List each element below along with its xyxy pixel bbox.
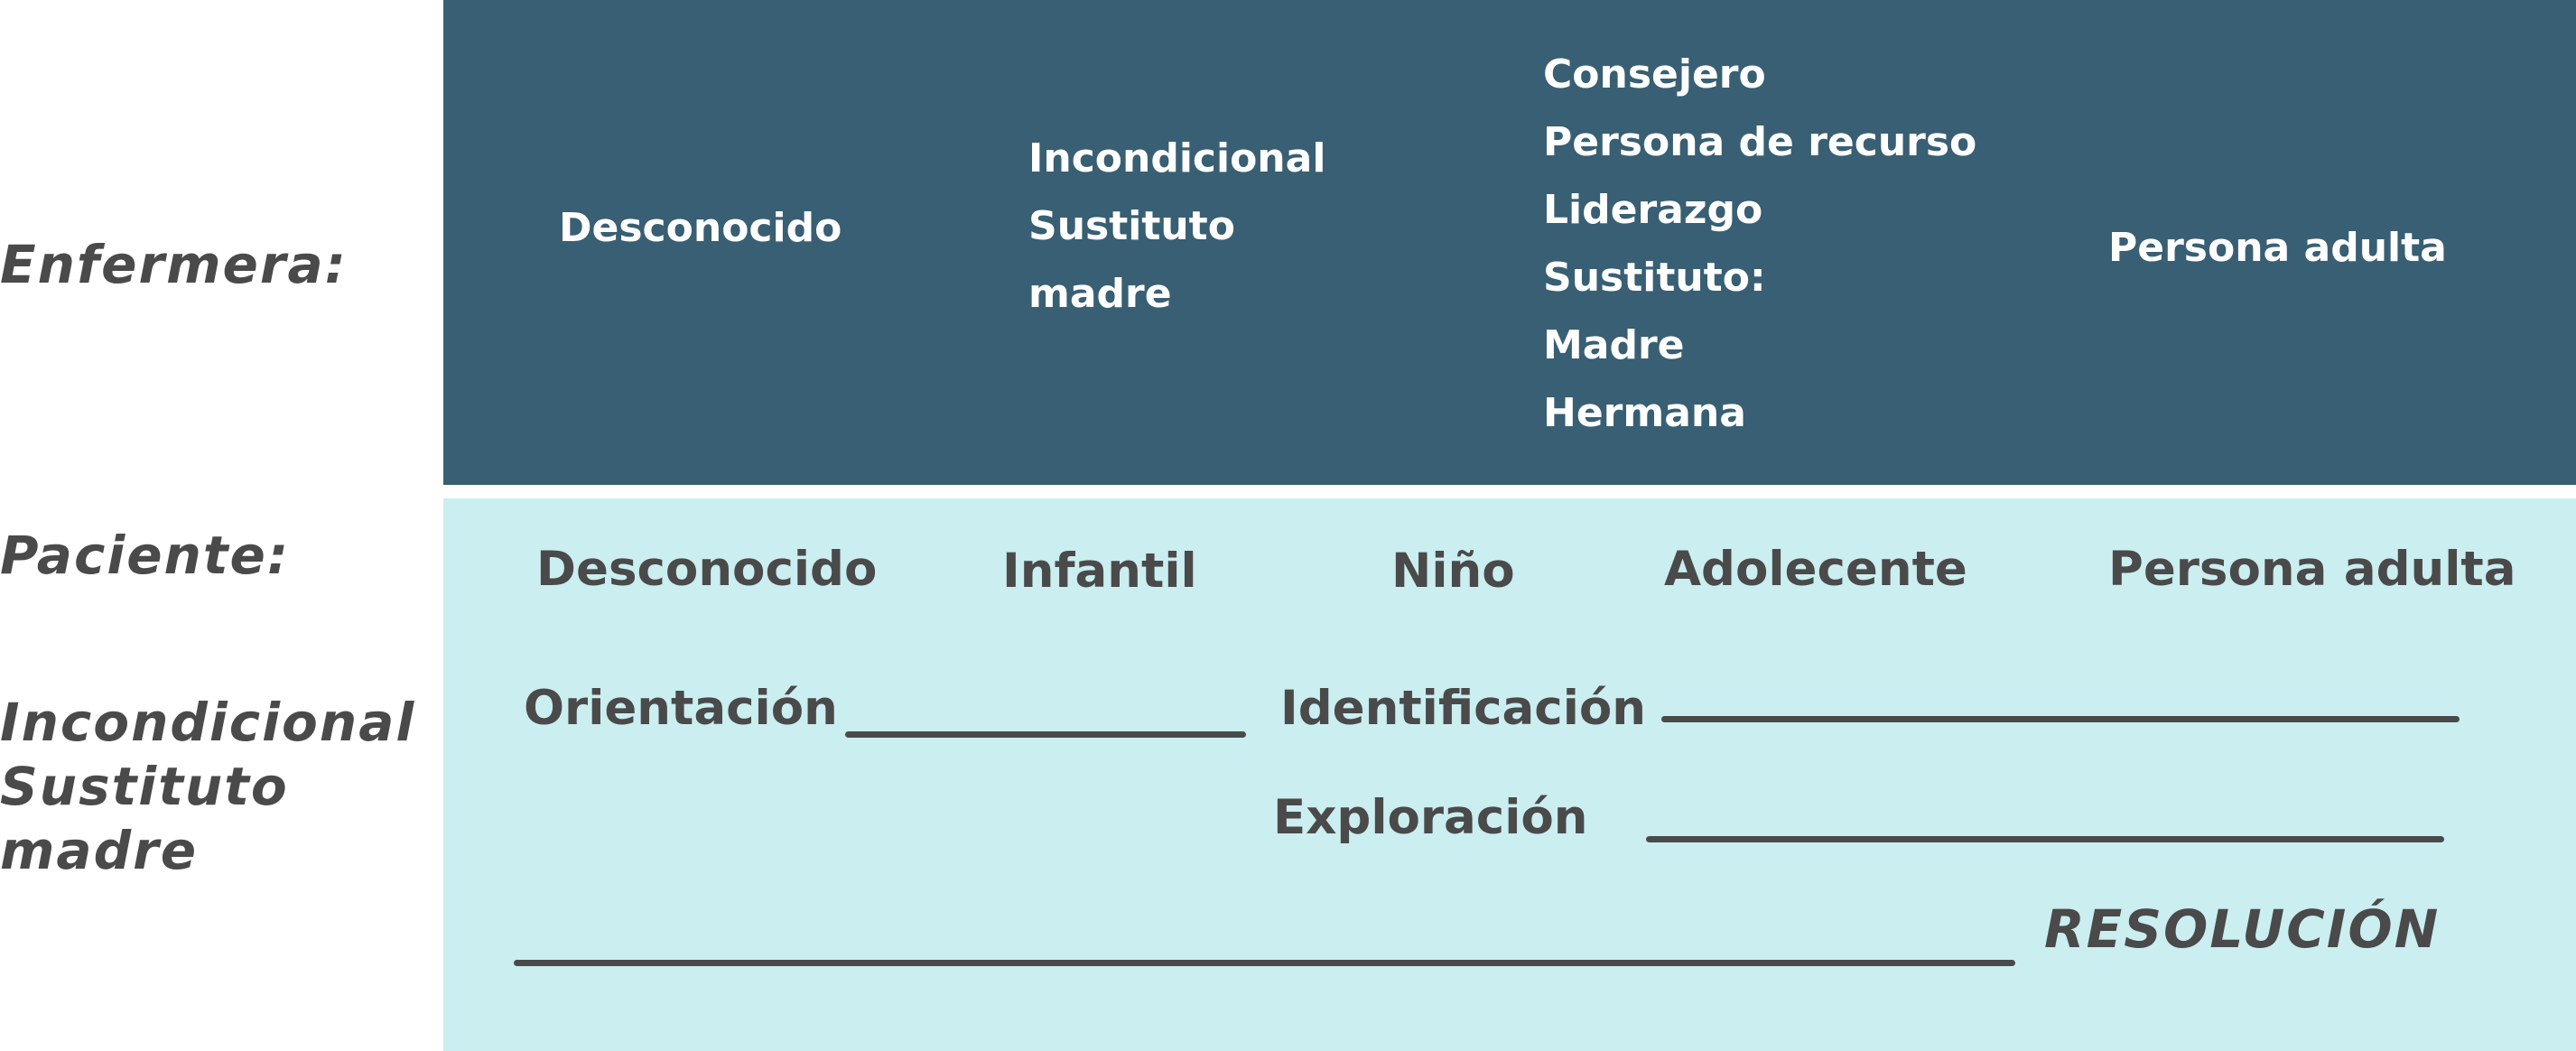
patient-stage-adolescent: Adolecente: [1664, 542, 1967, 597]
patient-stage-unknown: Desconocido: [536, 542, 878, 597]
phase-resolution: RESOLUCIÓN: [2044, 898, 2441, 960]
substitute-line-2: Sustituto: [0, 756, 289, 817]
nurse-role-col3-line: Hermana: [1543, 390, 1746, 436]
nurse-role-unconditional: Incondicional Sustituto madre: [1028, 125, 1325, 328]
row-label-patient: Paciente:: [0, 525, 291, 586]
nurse-role-col2-line: Sustituto: [1028, 203, 1235, 249]
nurse-role-col2-line: madre: [1028, 271, 1172, 317]
patient-stage-adult: Persona adulta: [2108, 542, 2516, 597]
patient-stage-child: Niño: [1391, 544, 1515, 599]
nurse-role-col3-line: Liderazgo: [1543, 187, 1763, 233]
exploration-line: [1646, 836, 2444, 842]
nurse-role-col3-line: Persona de recurso: [1543, 119, 1977, 165]
nurse-role-col3-line: Sustituto:: [1543, 255, 1766, 301]
orientation-line: [845, 731, 1246, 738]
phase-exploration: Exploración: [1273, 790, 1588, 845]
nurse-role-counselor-list: Consejero Persona de recurso Liderazgo S…: [1543, 41, 1976, 447]
phase-orientation: Orientación: [524, 681, 838, 736]
phase-identification: Identificación: [1280, 681, 1647, 736]
nurse-role-col3-line: Madre: [1543, 322, 1685, 368]
row-label-substitute: Incondicional Sustituto madre: [0, 691, 415, 883]
nurse-role-col2-line: Incondicional: [1028, 135, 1326, 181]
resolution-line: [514, 960, 2015, 966]
substitute-line-3: madre: [0, 820, 199, 881]
substitute-line-1: Incondicional: [0, 692, 416, 753]
identification-line: [1661, 716, 2460, 722]
nurse-roles-band: [443, 0, 2576, 485]
nurse-role-adult: Persona adulta: [2108, 225, 2447, 271]
row-label-nurse: Enfermera:: [0, 234, 348, 295]
nurse-role-unknown: Desconocido: [559, 205, 842, 251]
patient-band: [443, 498, 2576, 1051]
patient-stage-infant: Infantil: [1002, 544, 1197, 599]
nurse-role-col3-line: Consejero: [1543, 51, 1766, 98]
